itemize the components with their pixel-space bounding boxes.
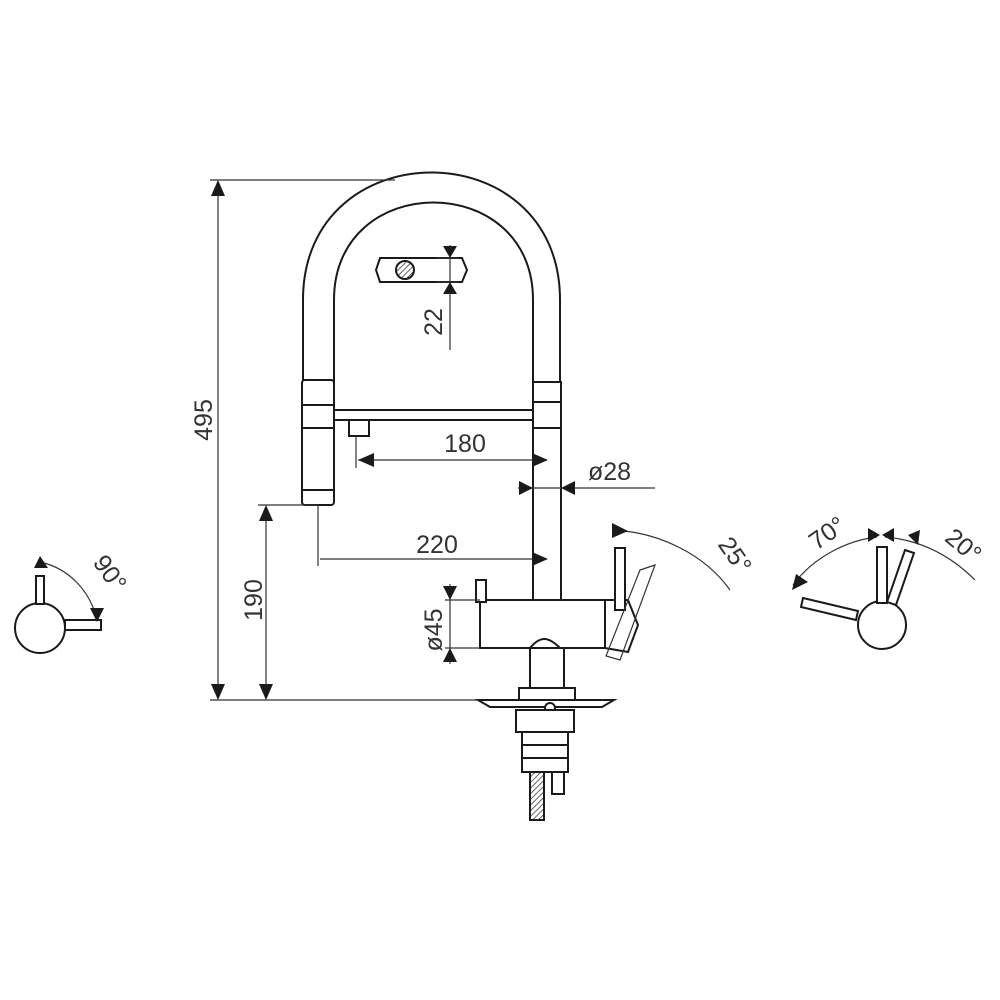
threaded-stud [521,731,569,773]
dim-22-label: 22 [420,308,448,336]
body-pipe [532,427,562,601]
left-handle-view [14,556,104,654]
angle-20-label: 20° [940,523,987,569]
base-ring [518,687,576,701]
spout-arch-inner [333,201,534,391]
dimension-lines [210,179,731,701]
dim-495-label: 495 [190,399,218,441]
mounting-plate [474,699,618,708]
right-lever-view [792,528,976,650]
dim-base-diameter-label: ø45 [420,608,448,651]
spout-collar [532,381,562,429]
spout-arch [302,171,561,401]
hose-connector [551,771,565,795]
angle-25-label: 25° [712,532,757,579]
spray-head [301,379,335,506]
horizontal-body [479,599,606,649]
dim-spout-diameter-label: ø28 [588,458,631,486]
holder-bar [333,409,535,421]
holder-clip [348,419,370,437]
left-knob-stem [475,579,487,603]
dim-190-label: 190 [240,579,268,621]
faucet-outline [301,171,656,821]
aerator-nozzle [395,260,415,280]
right-lever-vertical [614,547,626,611]
aerator-detail [374,257,469,283]
angle-70-label: 70° [804,511,851,556]
fixing-nut [515,709,575,733]
dim-180-label: 180 [444,430,486,458]
neck [529,647,565,691]
right-lever-tilted [605,564,656,661]
angle-90-label: 90° [87,550,132,597]
dim-220-label: 220 [416,531,458,559]
flexible-hose [529,771,545,821]
